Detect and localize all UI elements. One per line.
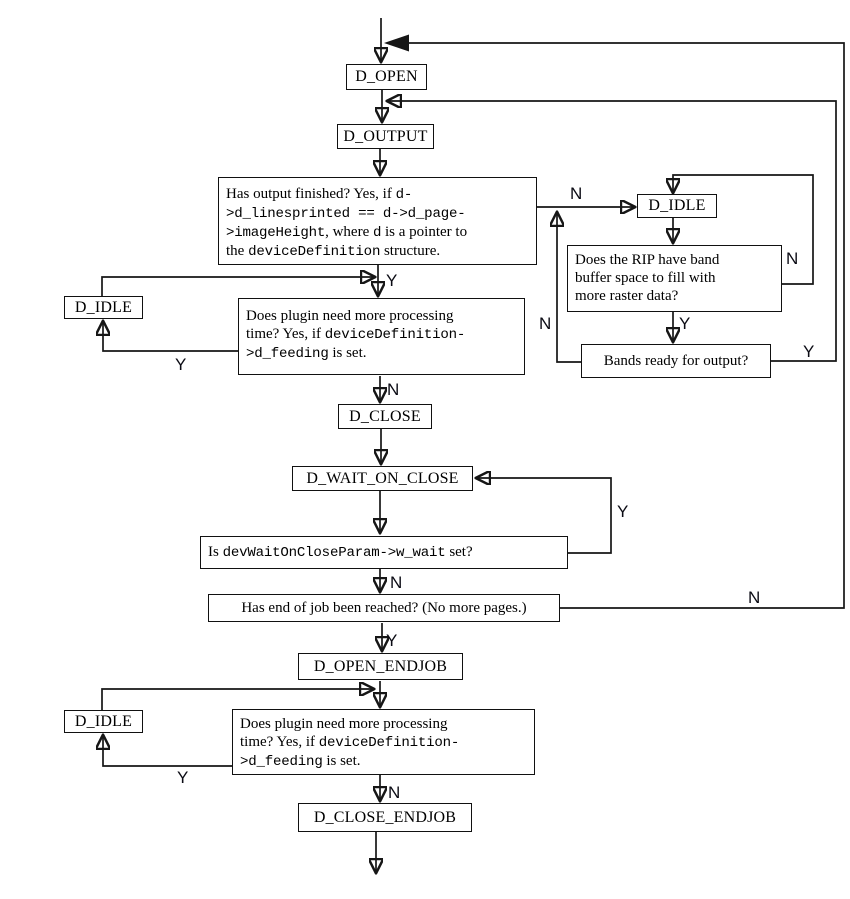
edge-bands-no-return-up: [557, 213, 581, 363]
state-d-close-endjob-label: D_CLOSE_ENDJOB: [313, 808, 457, 826]
branch-label-yes-band-to-bands: Y: [679, 314, 691, 333]
edge-endjob-no-return-to-open: [409, 42, 845, 609]
question-bands-ready: Bands ready for output?: [581, 344, 771, 378]
branch-label-no-bands-return: N: [539, 314, 552, 333]
state-d-close: D_CLOSE: [338, 404, 432, 429]
state-d-output: D_OUTPUT: [337, 124, 434, 149]
branch-label-no-question-to-idle: N: [570, 184, 583, 203]
edge-band-no-loop-to-idle: [673, 174, 814, 285]
branch-label-yes-wait-loop: Y: [617, 502, 629, 521]
state-d-open-endjob-label: D_OPEN_ENDJOB: [313, 657, 448, 675]
question-wait-set: Is devWaitOnCloseParam->w_wait set?: [200, 536, 568, 569]
branch-label-yes-bands-return: Y: [803, 342, 815, 361]
state-d-open-endjob: D_OPEN_ENDJOB: [298, 653, 463, 680]
question-end-of-job: Has end of job been reached? (No more pa…: [208, 594, 560, 622]
branch-label-no-wwait-down: N: [390, 573, 403, 592]
branch-label-no-processing-mid: N: [387, 380, 400, 399]
state-d-close-label: D_CLOSE: [349, 407, 421, 425]
edge-processing-yes-to-idle-mid: [103, 322, 238, 352]
branch-label-yes-question-down: Y: [386, 271, 398, 290]
state-d-idle-mid-label: D_IDLE: [74, 298, 133, 316]
question-output-finished: Has output finished? Yes, if d->d_linesp…: [218, 177, 537, 265]
edge-bands-yes-return-to-output: [388, 101, 837, 362]
branch-label-no-band-loop: N: [786, 249, 799, 268]
state-d-idle-right: D_IDLE: [637, 194, 717, 218]
state-d-open-label: D_OPEN: [355, 68, 418, 85]
state-d-idle-right-label: D_IDLE: [648, 197, 706, 214]
state-d-close-endjob: D_CLOSE_ENDJOB: [298, 803, 472, 832]
state-d-open: D_OPEN: [346, 64, 427, 90]
arrowhead-endjob-return: [384, 34, 409, 52]
state-d-idle-bottom: D_IDLE: [64, 710, 143, 733]
branch-label-yes-processing-bottom: Y: [177, 768, 189, 787]
state-d-idle-mid: D_IDLE: [64, 296, 143, 319]
state-d-wait-on-close: D_WAIT_ON_CLOSE: [292, 466, 473, 491]
state-d-idle-bottom-label: D_IDLE: [74, 712, 133, 730]
edge-wwait-yes-loop: [477, 478, 612, 554]
branch-label-yes-processing-mid: Y: [175, 355, 187, 374]
edge-idle-bottom-return: [101, 689, 373, 710]
branch-label-no-processing-bottom: N: [388, 783, 401, 802]
edge-processing2-yes-to-idle-bottom: [103, 736, 232, 767]
branch-label-no-endjob-return: N: [748, 588, 761, 607]
state-d-wait-on-close-label: D_WAIT_ON_CLOSE: [306, 469, 459, 487]
edge-idle-mid-return: [101, 277, 374, 296]
branch-label-yes-endjob-down: Y: [386, 631, 398, 650]
state-d-output-label: D_OUTPUT: [343, 127, 428, 145]
